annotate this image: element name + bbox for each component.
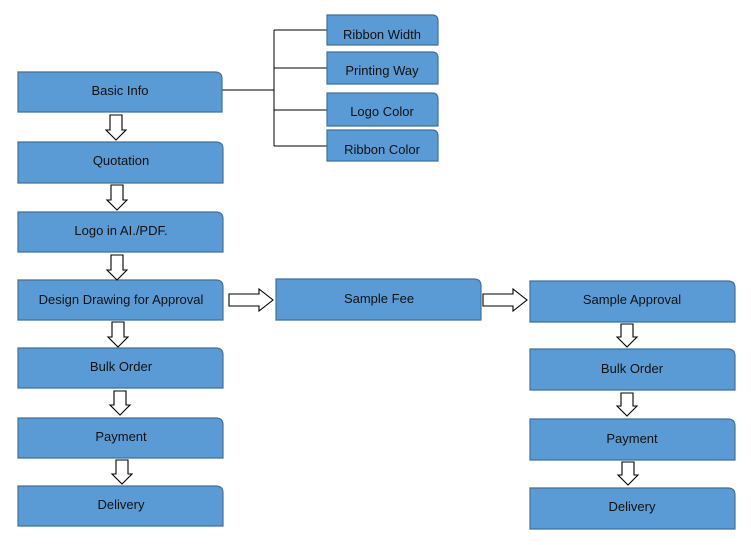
flow-box-logo-file: Logo in AI./PDF. xyxy=(17,211,224,253)
flow-box-payment-sample: Payment xyxy=(529,418,736,461)
flow-box-label: Basic Info xyxy=(91,83,148,98)
flow-box-label: Logo in AI./PDF. xyxy=(74,223,167,238)
flow-box-quotation: Quotation xyxy=(17,141,224,184)
flow-box-delivery-sample: Delivery xyxy=(529,487,736,530)
flow-box-label: Bulk Order xyxy=(90,359,153,374)
flow-box-label: Payment xyxy=(606,431,658,446)
flow-box-label: Sample Fee xyxy=(344,291,414,306)
down-arrow-icon xyxy=(108,390,132,416)
down-arrow-icon xyxy=(615,392,639,417)
detail-box-label: Ribbon Color xyxy=(344,142,421,157)
flow-box-basic-info: Basic Info xyxy=(17,71,223,113)
flow-box-sample-fee: Sample Fee xyxy=(275,278,482,321)
flow-box-label: Payment xyxy=(95,429,147,444)
down-arrow-icon xyxy=(110,459,134,485)
flow-box-design-drawing: Design Drawing for Approval xyxy=(17,279,224,321)
flow-box-label: Delivery xyxy=(98,497,145,512)
flow-box-label: Bulk Order xyxy=(601,361,664,376)
flow-box-label: Quotation xyxy=(93,153,149,168)
detail-box-logo-color: Logo Color xyxy=(326,92,439,127)
down-arrow-icon xyxy=(105,254,129,281)
right-arrow-icon xyxy=(482,287,528,313)
down-arrow-icon xyxy=(104,114,128,141)
down-arrow-icon xyxy=(105,184,129,211)
detail-box-label: Ribbon Width xyxy=(343,27,421,42)
right-arrow-icon xyxy=(228,287,274,313)
flow-box-bulk-order-sample: Bulk Order xyxy=(529,348,736,391)
flow-box-label: Design Drawing for Approval xyxy=(39,292,204,307)
flow-box-label: Sample Approval xyxy=(583,292,681,307)
detail-box-ribbon-color: Ribbon Color xyxy=(326,129,439,162)
down-arrow-icon xyxy=(106,321,130,348)
flow-box-delivery-main: Delivery xyxy=(17,485,224,527)
down-arrow-icon xyxy=(615,323,639,348)
down-arrow-icon xyxy=(616,461,640,486)
flow-box-label: Delivery xyxy=(609,499,656,514)
flow-box-bulk-order-main: Bulk Order xyxy=(17,347,224,389)
detail-box-label: Logo Color xyxy=(350,104,414,119)
basic-info-detail-connector xyxy=(222,29,327,147)
detail-box-printing-way: Printing Way xyxy=(326,51,439,85)
detail-box-ribbon-width: Ribbon Width xyxy=(326,14,439,46)
detail-box-label: Printing Way xyxy=(345,63,419,78)
flow-box-sample-approval: Sample Approval xyxy=(529,280,736,323)
flow-box-payment-main: Payment xyxy=(17,417,224,459)
